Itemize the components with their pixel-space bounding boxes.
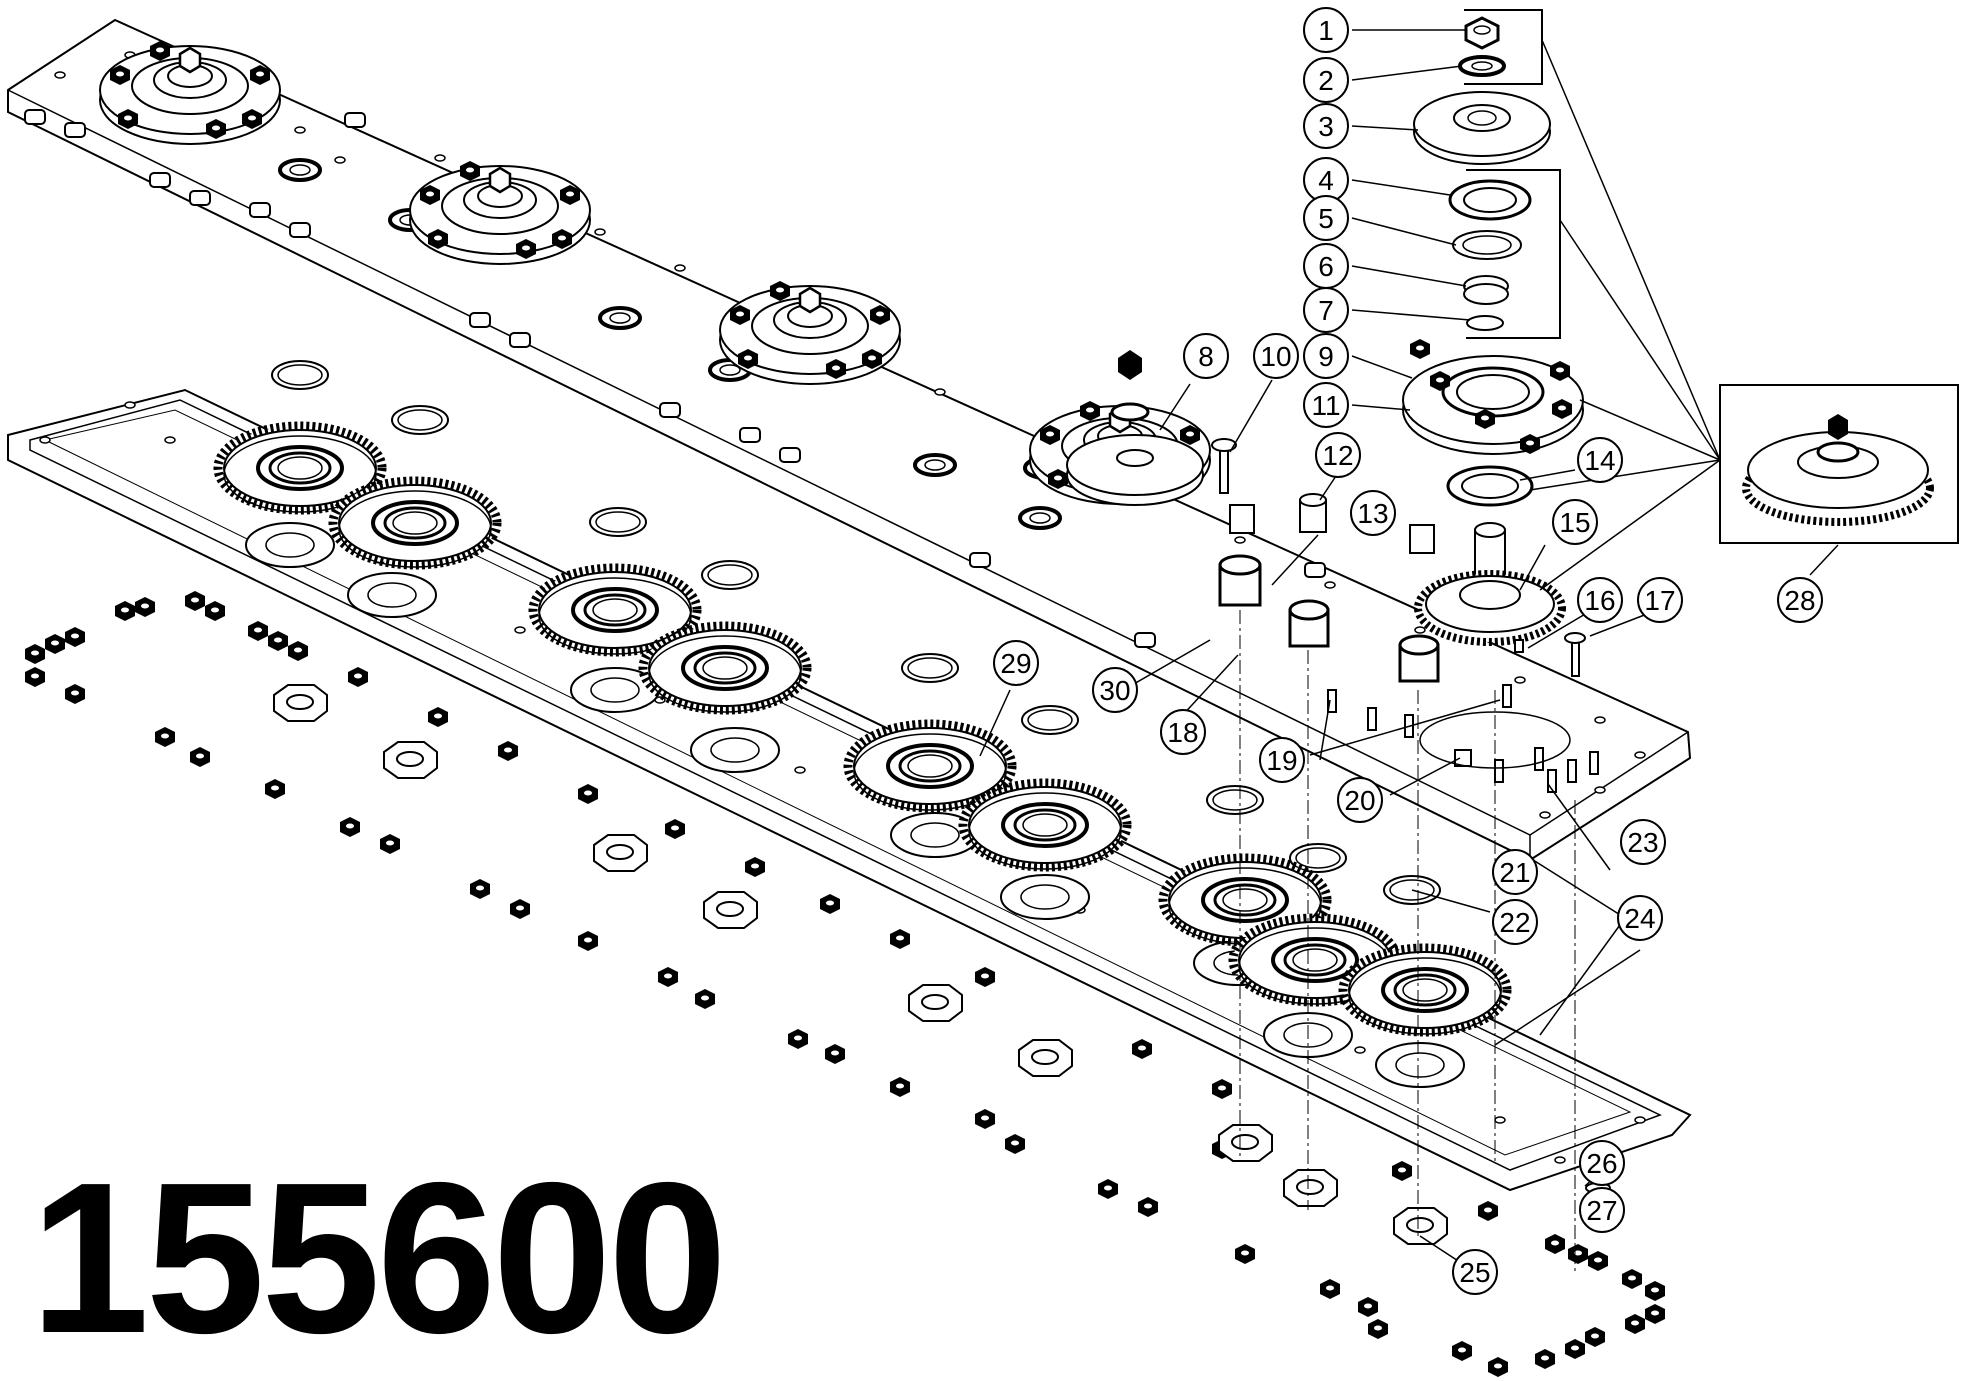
callout-label: 18 bbox=[1167, 717, 1198, 748]
bearing-housing-3 bbox=[720, 281, 900, 384]
callout-12: 12 bbox=[1315, 432, 1361, 478]
callout-label: 24 bbox=[1624, 903, 1655, 934]
callout-25: 25 bbox=[1452, 1249, 1498, 1295]
callout-label: 4 bbox=[1318, 165, 1334, 196]
gear-2 bbox=[333, 481, 497, 567]
callout-30: 30 bbox=[1092, 667, 1138, 713]
callout-11: 11 bbox=[1303, 382, 1349, 428]
callout-2: 2 bbox=[1303, 57, 1349, 103]
callout-label: 21 bbox=[1499, 857, 1530, 888]
callout-label: 13 bbox=[1357, 498, 1388, 529]
callout-17: 17 bbox=[1637, 577, 1683, 623]
callout-label: 30 bbox=[1099, 675, 1130, 706]
callout-label: 17 bbox=[1644, 585, 1675, 616]
callout-10: 10 bbox=[1253, 333, 1299, 379]
callout-label: 5 bbox=[1318, 203, 1334, 234]
callout-1: 1 bbox=[1303, 7, 1349, 53]
callout-label: 12 bbox=[1322, 440, 1353, 471]
callout-label: 14 bbox=[1584, 445, 1615, 476]
callout-label: 7 bbox=[1318, 295, 1334, 326]
callout-15: 15 bbox=[1552, 499, 1598, 545]
gear-6 bbox=[963, 783, 1127, 869]
callout-29: 29 bbox=[993, 640, 1039, 686]
callout-label: 23 bbox=[1627, 827, 1658, 858]
callout-18: 18 bbox=[1160, 709, 1206, 755]
callout-27: 27 bbox=[1579, 1187, 1625, 1233]
callout-label: 2 bbox=[1318, 65, 1334, 96]
callout-label: 16 bbox=[1584, 585, 1615, 616]
callout-24: 24 bbox=[1617, 895, 1663, 941]
callout-22: 22 bbox=[1492, 899, 1538, 945]
callout-label: 19 bbox=[1266, 745, 1297, 776]
callout-5: 5 bbox=[1303, 195, 1349, 241]
callout-label: 6 bbox=[1318, 251, 1334, 282]
callout-label: 9 bbox=[1318, 341, 1334, 372]
gear-9 bbox=[1343, 948, 1507, 1034]
callout-7: 7 bbox=[1303, 287, 1349, 333]
callout-8: 8 bbox=[1183, 333, 1229, 379]
leader-lines bbox=[979, 29, 1839, 1273]
callout-6: 6 bbox=[1303, 243, 1349, 289]
gear-4 bbox=[643, 626, 807, 712]
callout-label: 1 bbox=[1318, 15, 1334, 46]
callout-14: 14 bbox=[1577, 437, 1623, 483]
callout-label: 20 bbox=[1344, 785, 1375, 816]
callout-20: 20 bbox=[1337, 777, 1383, 823]
callout-23: 23 bbox=[1620, 819, 1666, 865]
callout-21: 21 bbox=[1492, 849, 1538, 895]
callout-label: 3 bbox=[1318, 111, 1334, 142]
callout-label: 15 bbox=[1559, 507, 1590, 538]
exploded-hub-stack bbox=[1066, 16, 1611, 1275]
callout-13: 13 bbox=[1350, 490, 1396, 536]
assembled-hub-detail bbox=[1719, 384, 1959, 544]
callout-label: 10 bbox=[1260, 341, 1291, 372]
callout-label: 27 bbox=[1586, 1195, 1617, 1226]
callout-19: 19 bbox=[1259, 737, 1305, 783]
callout-label: 26 bbox=[1586, 1148, 1617, 1179]
callout-label: 25 bbox=[1459, 1257, 1490, 1288]
callout-label: 11 bbox=[1311, 390, 1340, 421]
callout-label: 29 bbox=[1000, 648, 1031, 679]
callout-3: 3 bbox=[1303, 103, 1349, 149]
callout-label: 8 bbox=[1198, 341, 1214, 372]
callout-label: 22 bbox=[1499, 907, 1530, 938]
callout-9: 9 bbox=[1303, 333, 1349, 379]
callout-label: 28 bbox=[1784, 585, 1815, 616]
drawing-number: 155600 bbox=[30, 1137, 727, 1378]
callout-26: 26 bbox=[1579, 1140, 1625, 1186]
bottom-tray bbox=[7, 388, 1692, 1192]
top-plate bbox=[7, 18, 1692, 862]
callout-28: 28 bbox=[1777, 577, 1823, 623]
grouping-brackets bbox=[1464, 9, 1561, 339]
callout-16: 16 bbox=[1577, 577, 1623, 623]
callout-4: 4 bbox=[1303, 157, 1349, 203]
